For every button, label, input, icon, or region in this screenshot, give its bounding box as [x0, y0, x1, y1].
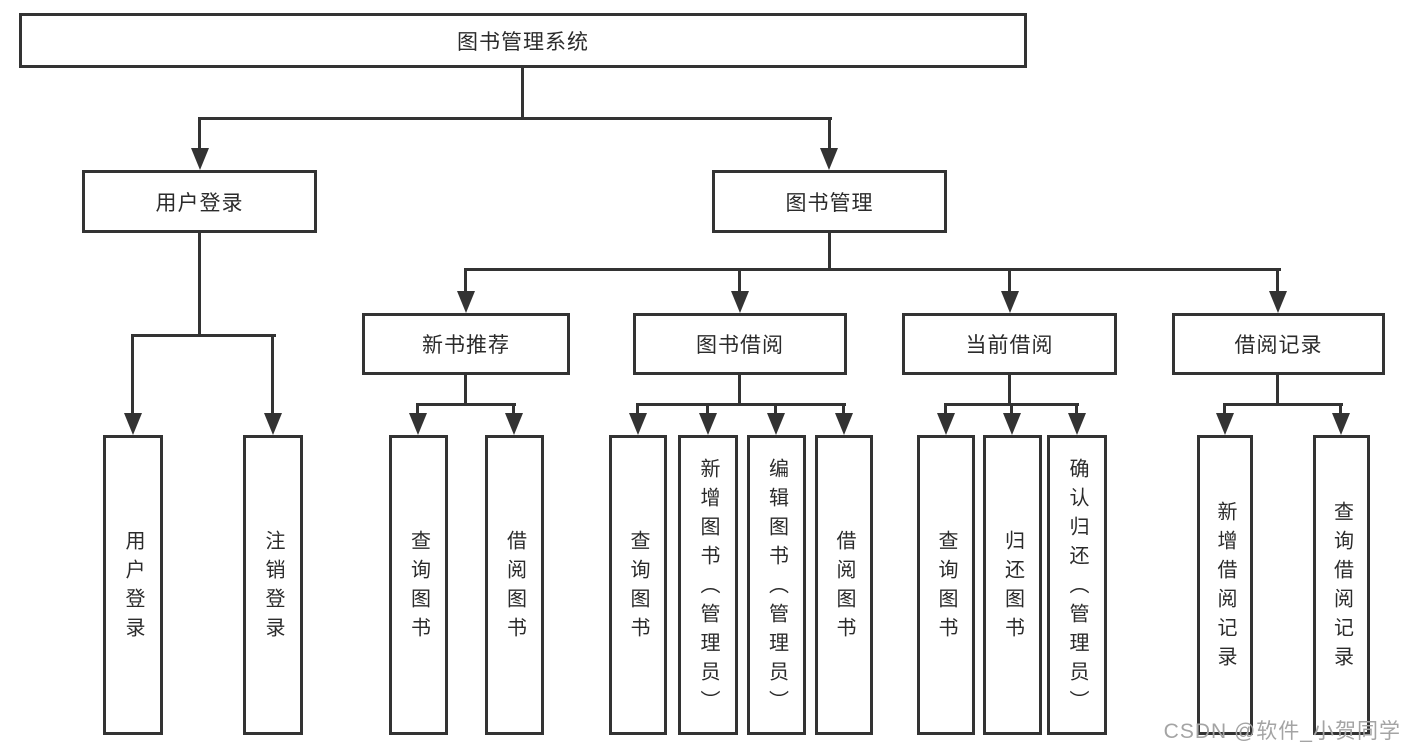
- node-book-borrow: 图书借阅: [633, 313, 847, 375]
- connector-segment: [944, 403, 947, 419]
- leaf-user-login: 用户登录: [103, 435, 163, 735]
- arrow-down-icon: [835, 413, 853, 435]
- connector-segment: [1223, 403, 1343, 406]
- connector-segment: [271, 334, 274, 418]
- connector-segment: [1223, 403, 1226, 419]
- connector-segment: [1276, 375, 1279, 406]
- connector-segment: [1008, 375, 1011, 406]
- arrow-down-icon: [629, 413, 647, 435]
- connector-segment: [131, 334, 276, 337]
- connector-segment: [464, 375, 467, 406]
- arrow-down-icon: [264, 413, 282, 435]
- connector-segment: [1276, 268, 1279, 295]
- leaf-return-book: 归还图书: [983, 435, 1042, 735]
- node-new-book-recommend: 新书推荐: [362, 313, 570, 375]
- connector-segment: [738, 375, 741, 406]
- arrow-down-icon: [937, 413, 955, 435]
- connector-segment: [521, 68, 524, 118]
- connector-segment: [512, 403, 515, 419]
- connector-segment: [636, 403, 846, 406]
- leaf-query-books-2: 查询图书: [609, 435, 667, 735]
- arrow-down-icon: [1068, 413, 1086, 435]
- connector-segment: [1008, 268, 1011, 295]
- arrow-down-icon: [191, 148, 209, 170]
- leaf-edit-book-admin: 编辑图书（管理员）: [747, 435, 806, 735]
- connector-segment: [198, 117, 832, 120]
- leaf-query-books-1: 查询图书: [389, 435, 448, 735]
- connector-segment: [131, 334, 134, 418]
- connector-segment: [416, 403, 419, 419]
- leaf-borrow-books-1: 借阅图书: [485, 435, 544, 735]
- leaf-query-books-3: 查询图书: [917, 435, 975, 735]
- connector-segment: [1075, 403, 1078, 419]
- node-current-borrow: 当前借阅: [902, 313, 1117, 375]
- node-book-management: 图书管理: [712, 170, 947, 233]
- arrow-down-icon: [1001, 291, 1019, 313]
- connector-segment: [1339, 403, 1342, 419]
- arrow-down-icon: [767, 413, 785, 435]
- arrow-down-icon: [731, 291, 749, 313]
- connector-segment: [828, 233, 831, 271]
- arrow-down-icon: [1216, 413, 1234, 435]
- arrow-down-icon: [124, 413, 142, 435]
- leaf-borrow-books-2: 借阅图书: [815, 435, 873, 735]
- arrow-down-icon: [505, 413, 523, 435]
- connector-segment: [842, 403, 845, 419]
- node-borrow-records: 借阅记录: [1172, 313, 1385, 375]
- node-user-login: 用户登录: [82, 170, 317, 233]
- arrow-down-icon: [1269, 291, 1287, 313]
- arrow-down-icon: [699, 413, 717, 435]
- watermark: CSDN @软件_小贺同学: [1163, 720, 1401, 743]
- connector-segment: [198, 117, 201, 150]
- leaf-query-borrow-record: 查询借阅记录: [1313, 435, 1370, 735]
- arrow-down-icon: [820, 148, 838, 170]
- connector-segment: [828, 117, 831, 150]
- arrow-down-icon: [1332, 413, 1350, 435]
- leaf-add-book-admin: 新增图书（管理员）: [678, 435, 738, 735]
- connector-segment: [416, 403, 516, 406]
- connector-segment: [464, 268, 467, 295]
- connector-segment: [774, 403, 777, 419]
- arrow-down-icon: [1003, 413, 1021, 435]
- arrow-down-icon: [457, 291, 475, 313]
- arrow-down-icon: [409, 413, 427, 435]
- connector-segment: [1010, 403, 1013, 419]
- leaf-confirm-return-admin: 确认归还（管理员）: [1047, 435, 1107, 735]
- connector-segment: [738, 268, 741, 295]
- connector-segment: [636, 403, 639, 419]
- leaf-add-borrow-record: 新增借阅记录: [1197, 435, 1253, 735]
- connector-segment: [464, 268, 1281, 271]
- connector-segment: [706, 403, 709, 419]
- connector-segment: [198, 233, 201, 337]
- node-root: 图书管理系统: [19, 13, 1027, 68]
- leaf-logout: 注销登录: [243, 435, 303, 735]
